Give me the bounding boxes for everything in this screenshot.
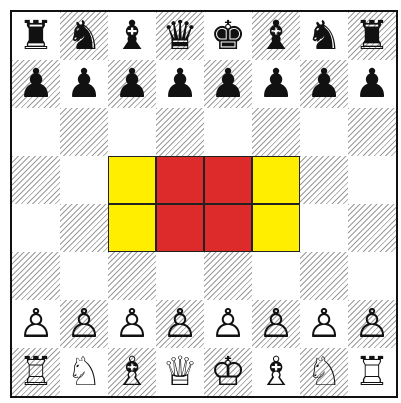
piece-c7[interactable]: ♟ xyxy=(114,60,150,108)
square-f7[interactable]: ♟ xyxy=(252,60,300,108)
square-d2[interactable]: ♙ xyxy=(156,300,204,348)
piece-b8[interactable]: ♞ xyxy=(66,12,102,60)
piece-g8[interactable]: ♞ xyxy=(306,12,342,60)
piece-a8[interactable]: ♜ xyxy=(18,12,54,60)
square-g1[interactable]: ♘ xyxy=(300,348,348,396)
square-h7[interactable]: ♟ xyxy=(348,60,396,108)
piece-f1[interactable]: ♗ xyxy=(258,348,294,396)
square-h8[interactable]: ♜ xyxy=(348,12,396,60)
square-h1[interactable]: ♖ xyxy=(348,348,396,396)
square-g2[interactable]: ♙ xyxy=(300,300,348,348)
piece-b7[interactable]: ♟ xyxy=(66,60,102,108)
square-e3[interactable] xyxy=(204,252,252,300)
square-f2[interactable]: ♙ xyxy=(252,300,300,348)
square-h4[interactable] xyxy=(348,204,396,252)
piece-h1[interactable]: ♖ xyxy=(354,348,390,396)
square-e2[interactable]: ♙ xyxy=(204,300,252,348)
piece-d7[interactable]: ♟ xyxy=(162,60,198,108)
square-a1[interactable]: ♖ xyxy=(12,348,60,396)
square-d5[interactable] xyxy=(156,156,204,204)
piece-f2[interactable]: ♙ xyxy=(258,300,294,348)
piece-d8[interactable]: ♛ xyxy=(162,12,198,60)
square-b7[interactable]: ♟ xyxy=(60,60,108,108)
chess-board: ♜♞♝♛♚♝♞♜♟♟♟♟♟♟♟♟♙♙♙♙♙♙♙♙♖♘♗♕♔♗♘♖ xyxy=(10,10,398,398)
square-d1[interactable]: ♕ xyxy=(156,348,204,396)
square-c6[interactable] xyxy=(108,108,156,156)
piece-g1[interactable]: ♘ xyxy=(306,348,342,396)
square-g6[interactable] xyxy=(300,108,348,156)
piece-g7[interactable]: ♟ xyxy=(306,60,342,108)
square-f8[interactable]: ♝ xyxy=(252,12,300,60)
piece-a7[interactable]: ♟ xyxy=(18,60,54,108)
square-c8[interactable]: ♝ xyxy=(108,12,156,60)
piece-h8[interactable]: ♜ xyxy=(354,12,390,60)
square-b4[interactable] xyxy=(60,204,108,252)
square-e5[interactable] xyxy=(204,156,252,204)
square-g4[interactable] xyxy=(300,204,348,252)
piece-e8[interactable]: ♚ xyxy=(210,12,246,60)
square-b1[interactable]: ♘ xyxy=(60,348,108,396)
square-f1[interactable]: ♗ xyxy=(252,348,300,396)
square-a5[interactable] xyxy=(12,156,60,204)
square-a4[interactable] xyxy=(12,204,60,252)
piece-c8[interactable]: ♝ xyxy=(114,12,150,60)
square-d8[interactable]: ♛ xyxy=(156,12,204,60)
square-a8[interactable]: ♜ xyxy=(12,12,60,60)
piece-b2[interactable]: ♙ xyxy=(66,300,102,348)
piece-a2[interactable]: ♙ xyxy=(18,300,54,348)
square-c7[interactable]: ♟ xyxy=(108,60,156,108)
square-c1[interactable]: ♗ xyxy=(108,348,156,396)
square-e4[interactable] xyxy=(204,204,252,252)
square-e7[interactable]: ♟ xyxy=(204,60,252,108)
piece-c2[interactable]: ♙ xyxy=(114,300,150,348)
square-b3[interactable] xyxy=(60,252,108,300)
piece-g2[interactable]: ♙ xyxy=(306,300,342,348)
square-e8[interactable]: ♚ xyxy=(204,12,252,60)
piece-a1[interactable]: ♖ xyxy=(18,348,54,396)
square-b6[interactable] xyxy=(60,108,108,156)
square-f6[interactable] xyxy=(252,108,300,156)
square-c4[interactable] xyxy=(108,204,156,252)
square-f3[interactable] xyxy=(252,252,300,300)
piece-f8[interactable]: ♝ xyxy=(258,12,294,60)
square-e6[interactable] xyxy=(204,108,252,156)
square-h3[interactable] xyxy=(348,252,396,300)
piece-c1[interactable]: ♗ xyxy=(114,348,150,396)
square-g7[interactable]: ♟ xyxy=(300,60,348,108)
square-e1[interactable]: ♔ xyxy=(204,348,252,396)
square-g3[interactable] xyxy=(300,252,348,300)
piece-f7[interactable]: ♟ xyxy=(258,60,294,108)
square-h2[interactable]: ♙ xyxy=(348,300,396,348)
square-c5[interactable] xyxy=(108,156,156,204)
square-c3[interactable] xyxy=(108,252,156,300)
square-a3[interactable] xyxy=(12,252,60,300)
square-a7[interactable]: ♟ xyxy=(12,60,60,108)
square-c2[interactable]: ♙ xyxy=(108,300,156,348)
square-b2[interactable]: ♙ xyxy=(60,300,108,348)
square-b5[interactable] xyxy=(60,156,108,204)
square-h6[interactable] xyxy=(348,108,396,156)
square-d3[interactable] xyxy=(156,252,204,300)
square-a6[interactable] xyxy=(12,108,60,156)
piece-d1[interactable]: ♕ xyxy=(162,348,198,396)
square-d4[interactable] xyxy=(156,204,204,252)
piece-e7[interactable]: ♟ xyxy=(210,60,246,108)
piece-b1[interactable]: ♘ xyxy=(66,348,102,396)
piece-e1[interactable]: ♔ xyxy=(210,348,246,396)
piece-h7[interactable]: ♟ xyxy=(354,60,390,108)
square-a2[interactable]: ♙ xyxy=(12,300,60,348)
piece-d2[interactable]: ♙ xyxy=(162,300,198,348)
square-f4[interactable] xyxy=(252,204,300,252)
square-f5[interactable] xyxy=(252,156,300,204)
square-d7[interactable]: ♟ xyxy=(156,60,204,108)
piece-h2[interactable]: ♙ xyxy=(354,300,390,348)
piece-e2[interactable]: ♙ xyxy=(210,300,246,348)
square-b8[interactable]: ♞ xyxy=(60,12,108,60)
square-g5[interactable] xyxy=(300,156,348,204)
square-h5[interactable] xyxy=(348,156,396,204)
square-d6[interactable] xyxy=(156,108,204,156)
square-g8[interactable]: ♞ xyxy=(300,12,348,60)
